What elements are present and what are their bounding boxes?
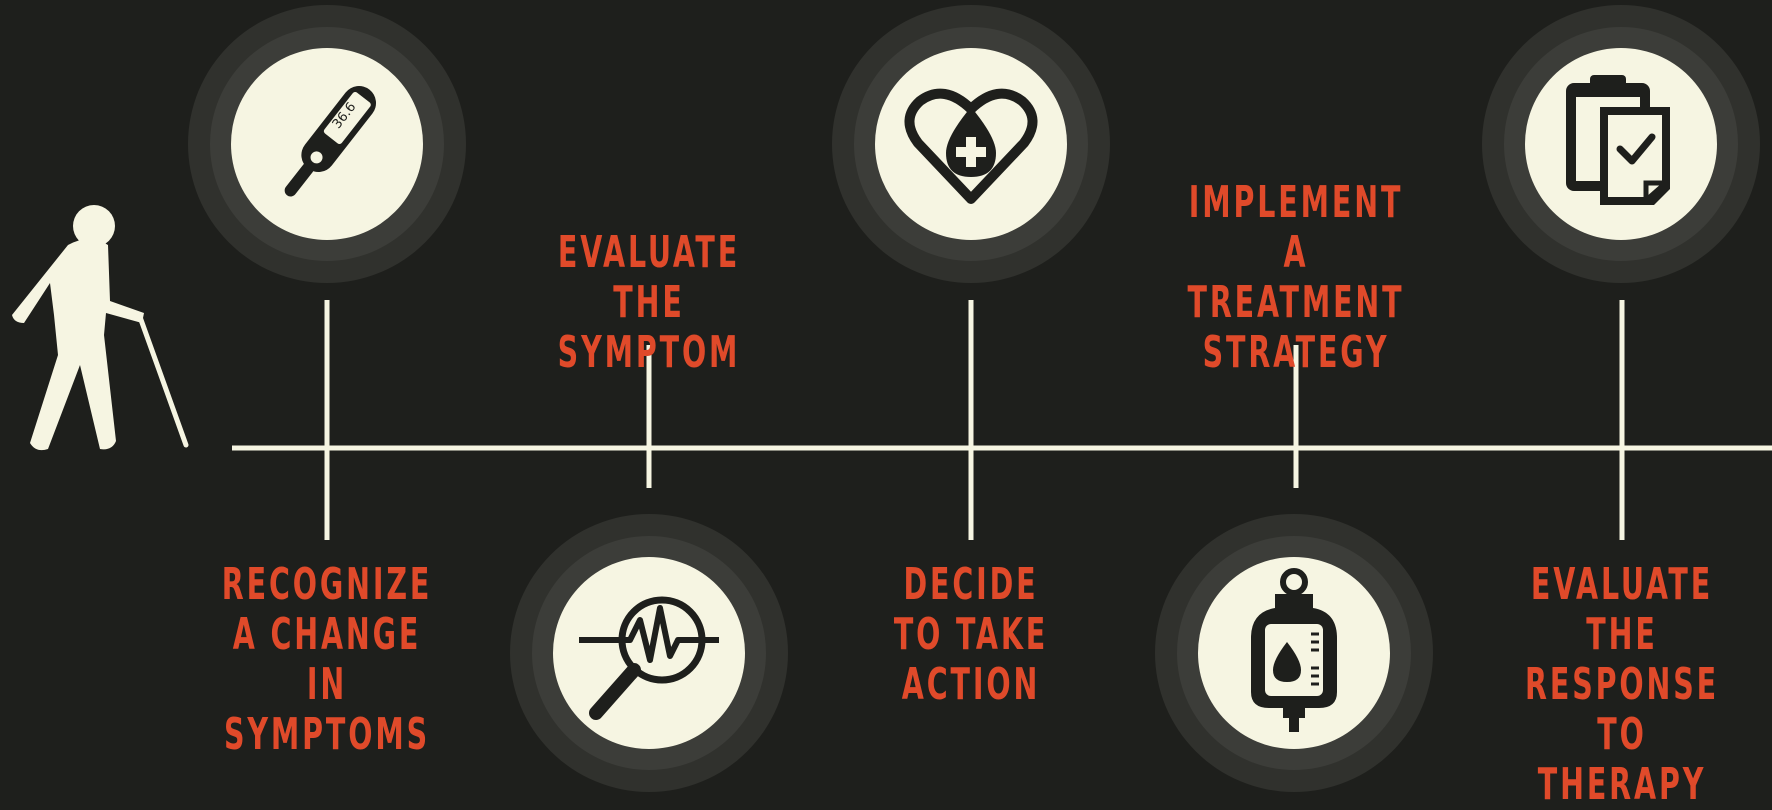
step-1-label: RECOGNIZE A CHANGE IN SYMPTOMS bbox=[221, 559, 433, 760]
clipboard-check-icon bbox=[1566, 75, 1670, 205]
thermometer-icon: 36.6 bbox=[284, 86, 377, 197]
person-walking-cane-icon bbox=[12, 205, 189, 451]
step-3-label: DECIDE TO TAKE ACTION bbox=[893, 559, 1049, 710]
step-2-label: EVALUATE THE SYMPTOM bbox=[557, 227, 741, 378]
step-1-badge: 36.6 bbox=[188, 5, 466, 283]
step-4-label: IMPLEMENT A TREATMENT STRATEGY bbox=[1187, 177, 1405, 378]
step-5-badge bbox=[1482, 5, 1760, 283]
step-2-badge bbox=[510, 514, 788, 792]
step-3-badge bbox=[832, 5, 1110, 283]
step-4-badge bbox=[1155, 514, 1433, 792]
heart-medical-cross-icon bbox=[904, 88, 1038, 204]
step-5-label: EVALUATE THE RESPONSE TO THERAPY bbox=[1525, 559, 1719, 810]
iv-bag-icon bbox=[1251, 568, 1337, 732]
magnifier-pulse-icon bbox=[579, 596, 719, 720]
